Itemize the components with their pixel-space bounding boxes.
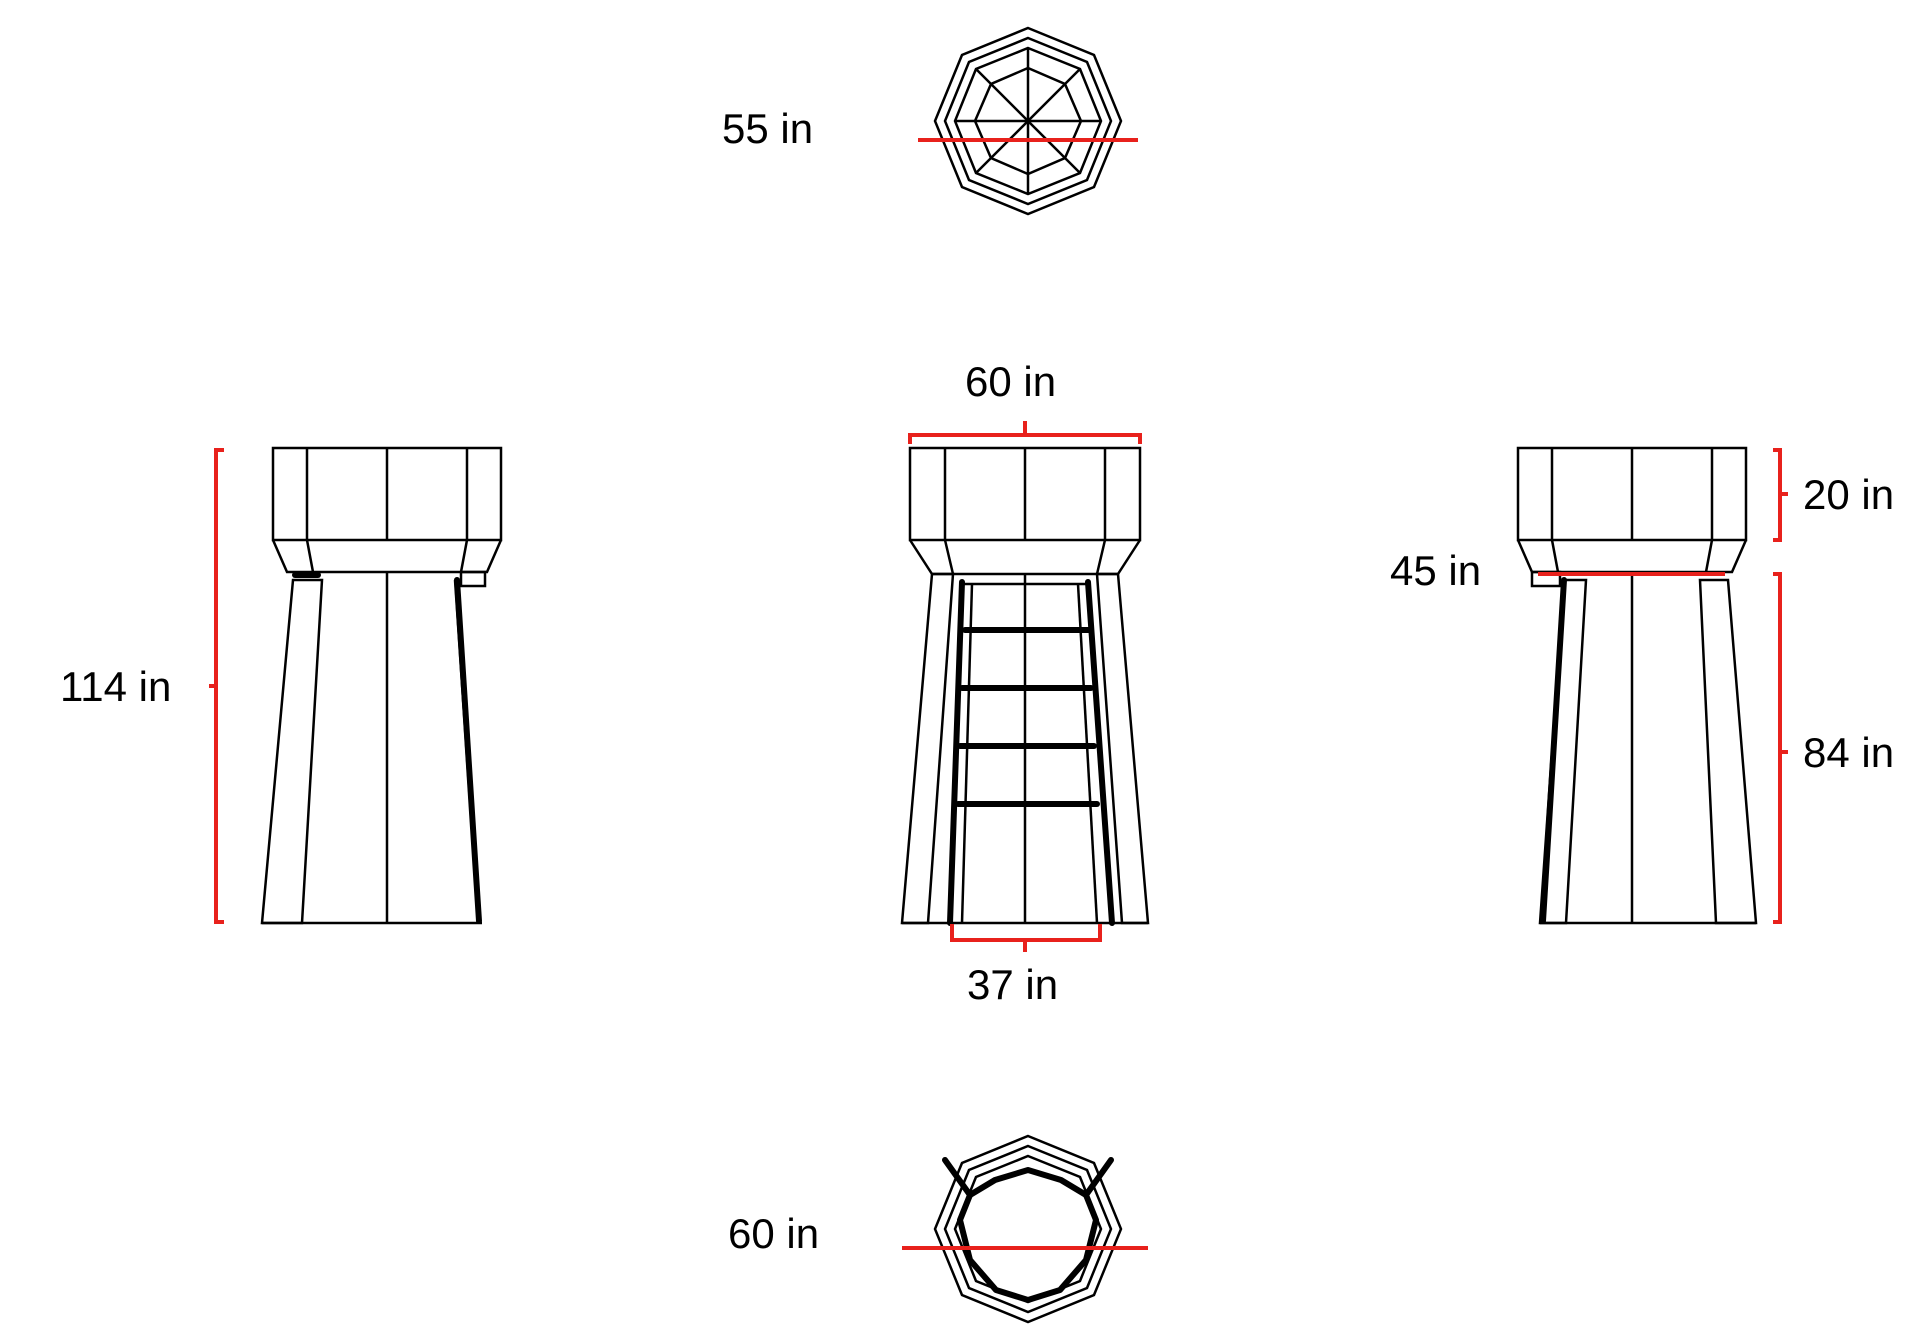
right-body-bracket xyxy=(1773,572,1782,924)
front-view: 60 in 37 in xyxy=(900,358,1150,1008)
right-cap-bracket xyxy=(1773,448,1782,542)
right-waist-label: 45 in xyxy=(1390,547,1481,594)
left-side-view: 114 in xyxy=(60,446,503,925)
front-top-width-label: 60 in xyxy=(965,358,1056,405)
right-body-label: 84 in xyxy=(1803,729,1894,776)
front-top-width-bracket xyxy=(908,433,1142,444)
front-bottom-width-bracket xyxy=(950,924,1102,942)
top-view: 55 in xyxy=(722,26,1138,216)
right-cap-label: 20 in xyxy=(1803,471,1894,518)
left-height-bracket xyxy=(214,448,224,924)
left-height-label: 114 in xyxy=(60,663,171,710)
front-bottom-width-label: 37 in xyxy=(967,961,1058,1008)
bottom-view: 60 in xyxy=(728,1134,1148,1324)
bottom-dimension-label: 60 in xyxy=(728,1210,819,1257)
top-dimension-label: 55 in xyxy=(722,105,813,152)
right-side-view: 45 in 20 in 84 in xyxy=(1390,446,1894,925)
